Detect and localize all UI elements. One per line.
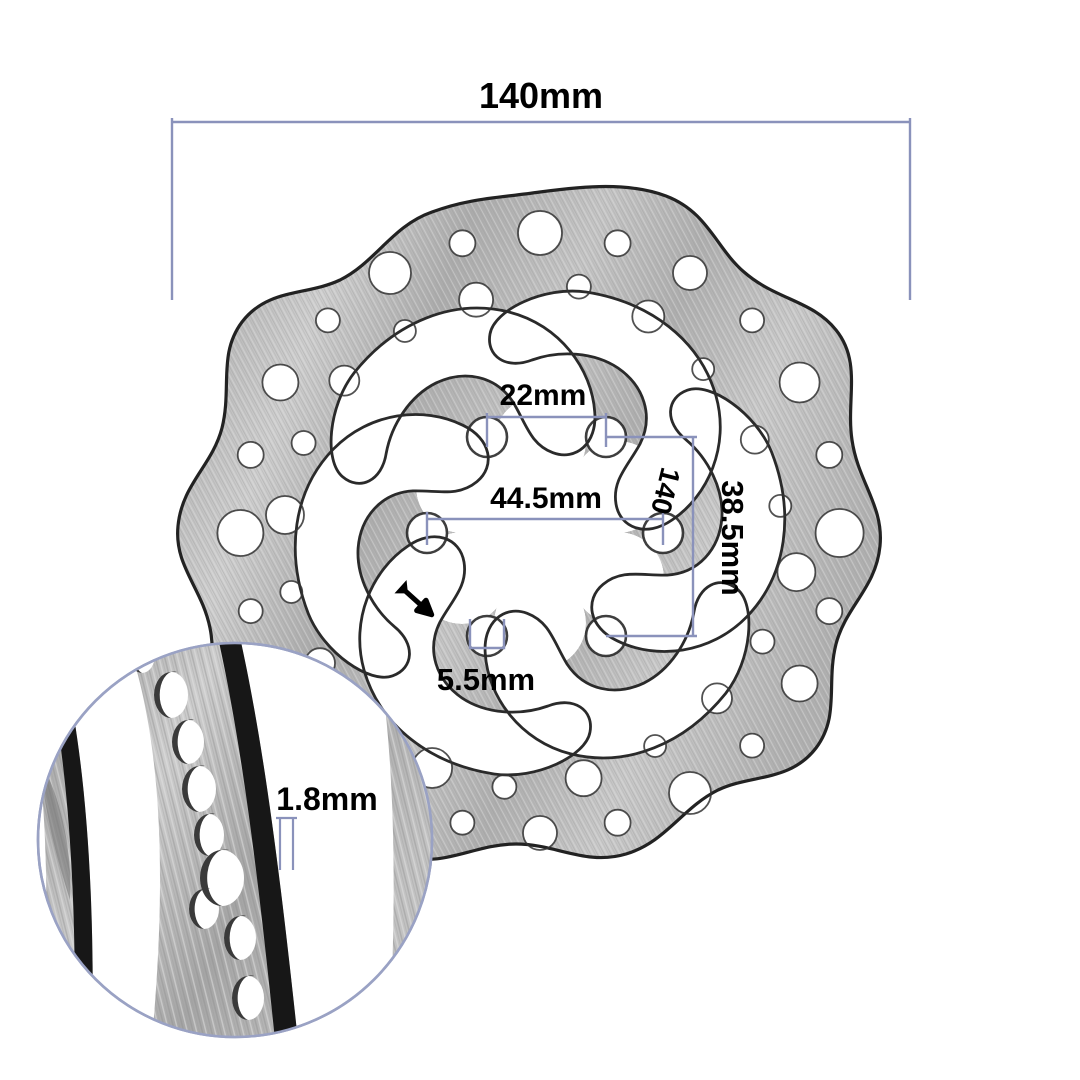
rotation-direction-arrow <box>394 579 435 618</box>
dimension-38-5mm-label: 38.5mm <box>715 480 750 595</box>
dimension-5-5mm: 5.5mm <box>437 619 535 697</box>
dimension-140mm-label: 140mm <box>479 75 603 116</box>
dimension-22mm-label: 22mm <box>500 379 587 412</box>
dimension-38-5mm: 38.5mm <box>606 435 750 638</box>
dimension-22mm: 22mm <box>485 379 608 447</box>
dimension-5-5mm-label: 5.5mm <box>437 662 535 697</box>
magnified-edge-detail-inset: 1.8mm <box>36 641 434 1039</box>
dimension-140mm: 140mm <box>170 75 912 300</box>
dimension-1-8mm: 1.8mm <box>276 781 378 870</box>
dimension-44-5mm-label: 44.5mm <box>490 482 602 515</box>
inset-circle-border <box>36 641 434 1039</box>
dimension-44-5mm: 44.5mm <box>425 482 665 545</box>
dimension-1-8mm-label: 1.8mm <box>276 781 377 817</box>
